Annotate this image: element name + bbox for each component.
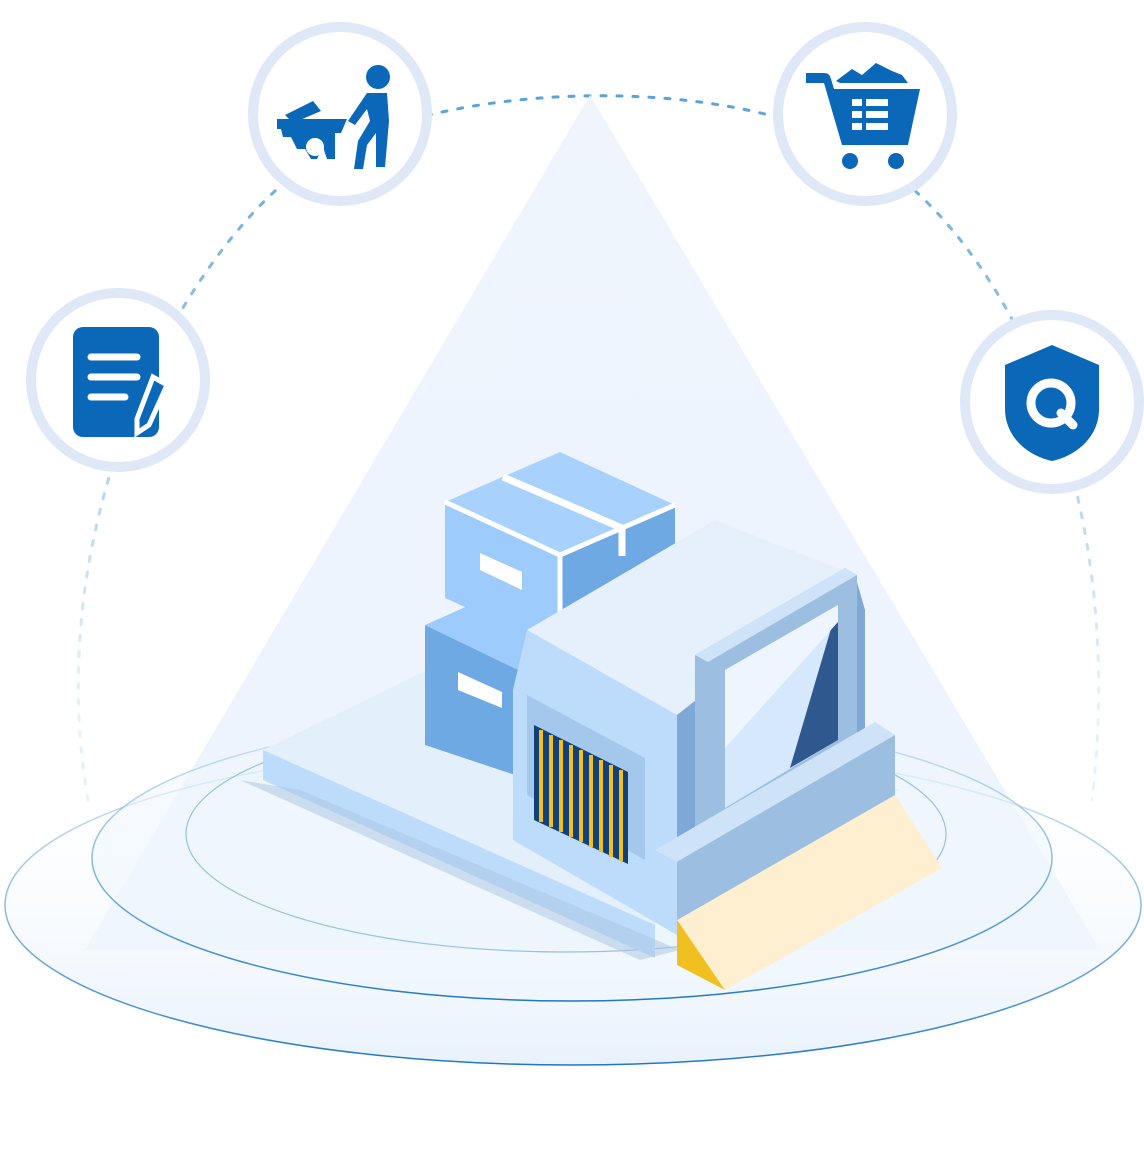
wheelbarrow-worker-icon — [277, 65, 390, 169]
dotted-arc — [76, 94, 1101, 802]
machine-screen-dark — [790, 605, 838, 768]
worker-badge — [248, 22, 432, 206]
conveyor-base-top — [655, 722, 895, 862]
platform-shadow — [240, 780, 680, 960]
shopping-cart-icon — [806, 63, 920, 169]
document-badge — [26, 288, 210, 472]
quality-shield-icon — [1005, 345, 1099, 461]
machine-screen-frame-light — [695, 568, 857, 662]
box-lower-handle — [458, 672, 502, 708]
document-edit-icon — [73, 327, 171, 438]
cart-badge — [773, 22, 957, 206]
conveyor-accent — [677, 920, 725, 990]
conveyor-belt — [677, 795, 942, 990]
shield-badge — [960, 310, 1144, 494]
box-upper-handle — [480, 553, 522, 590]
machine-intake-bars — [539, 730, 623, 861]
conveyor-base-side — [677, 735, 895, 920]
machine-screen-glare — [725, 605, 838, 748]
machine-top — [527, 520, 855, 715]
